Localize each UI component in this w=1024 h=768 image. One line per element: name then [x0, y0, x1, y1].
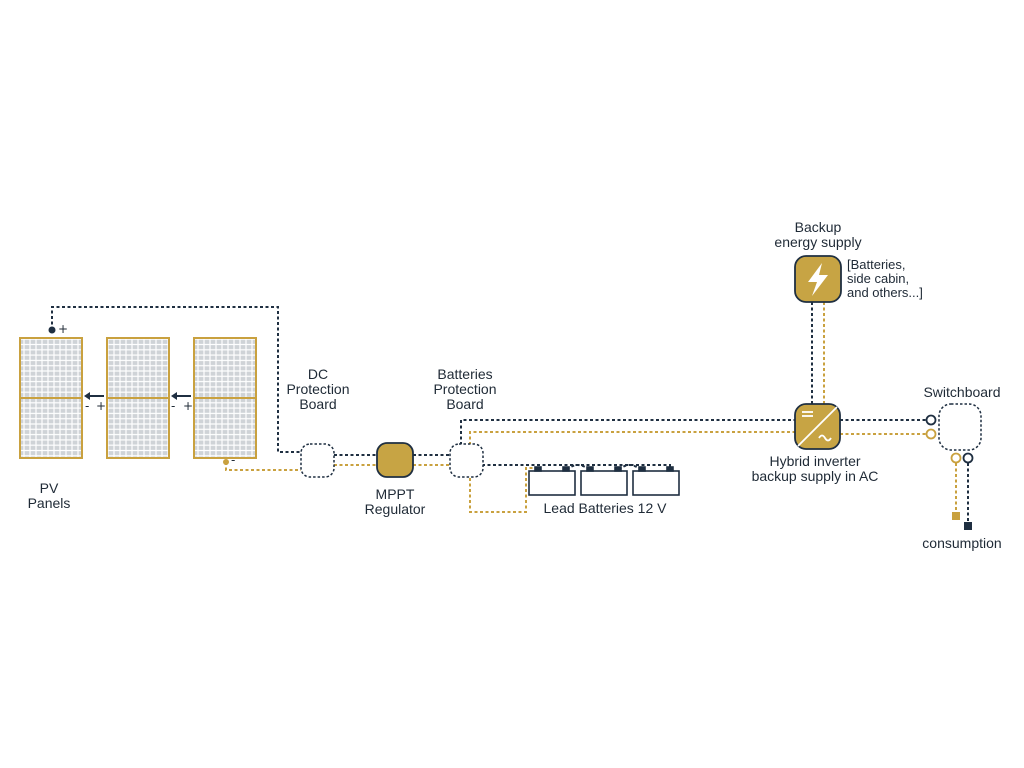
lead-batteries-label: Lead Batteries 12 V — [543, 500, 667, 516]
pv-negative-wire — [225, 462, 301, 471]
lead-battery-3 — [632, 466, 680, 496]
series-arrow-1 — [84, 392, 104, 400]
switchboard-label: Switchboard — [923, 384, 1001, 400]
pv-panel-2 — [106, 337, 170, 459]
switchboard — [938, 403, 982, 451]
batt-to-inverter-dark — [460, 419, 795, 445]
panel2-minus-sign: - — [171, 399, 176, 413]
backup-note: [Batteries,side cabin,and others...] — [847, 257, 923, 300]
pv-panel-1 — [19, 337, 83, 459]
switch-input-gold — [925, 428, 937, 440]
pv-negative-terminal — [223, 459, 229, 465]
lead-battery-2 — [580, 466, 628, 496]
switch-input-dark — [925, 414, 937, 426]
pv-minus-sign: - — [231, 453, 236, 467]
lead-battery-1 — [528, 466, 576, 496]
batt-board-to-batteries-gold — [469, 467, 535, 513]
lightning-icon — [808, 263, 828, 296]
consumption-terminal-gold — [952, 512, 960, 520]
dc-protection-board — [300, 443, 335, 478]
dc-ac-converter-icon — [797, 406, 838, 447]
pv-positive-terminal — [48, 326, 56, 334]
batt-board-to-batteries-dark — [482, 464, 671, 470]
panel2-plus-sign: + — [96, 399, 107, 413]
backup-energy-supply — [794, 255, 842, 303]
series-arrow-2 — [171, 392, 191, 400]
mppt-regulator — [376, 442, 414, 478]
pv-plus-sign: + — [58, 322, 69, 336]
consumption-terminal-dark — [964, 522, 972, 530]
consumption-label: consumption — [922, 535, 1002, 551]
switch-output-gold — [950, 452, 962, 464]
switch-output-dark — [962, 452, 974, 464]
hybrid-inverter — [794, 403, 841, 450]
pv-panel-3 — [193, 337, 257, 459]
panel1-minus-sign: - — [85, 399, 90, 413]
batt-to-inverter-gold — [469, 431, 795, 445]
panel3-plus-sign: + — [183, 399, 194, 413]
pv-positive-wire — [51, 306, 301, 453]
batteries-protection-board — [449, 443, 484, 478]
